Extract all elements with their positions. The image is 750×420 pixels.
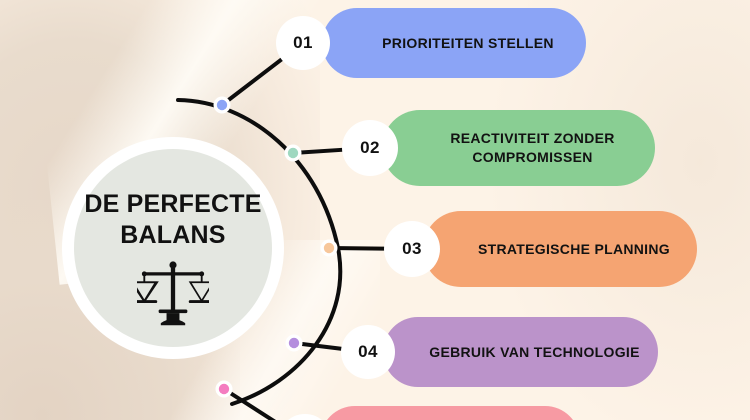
spoke-03: [327, 246, 389, 251]
node-dot-03[interactable]: [323, 242, 335, 254]
step-number-03[interactable]: 03: [384, 221, 440, 277]
step-pill-05[interactable]: [320, 406, 580, 420]
step-number-02[interactable]: 02: [342, 120, 398, 176]
step-number-05[interactable]: 05: [278, 414, 332, 420]
page-title: DE PERFECTE BALANS: [84, 190, 262, 249]
spoke-02: [291, 147, 347, 155]
node-dot-04[interactable]: [288, 337, 300, 349]
spoke-01: [220, 56, 286, 107]
center-badge: DE PERFECTE BALANS: [62, 137, 284, 359]
node-dot-05[interactable]: [218, 383, 230, 395]
node-dot-02[interactable]: [287, 147, 299, 159]
balance-scale-icon: [137, 261, 209, 326]
center-badge-inner: DE PERFECTE BALANS: [74, 149, 272, 347]
step-label-02: REACTIVITEIT ZONDER COMPROMISSEN: [450, 130, 615, 165]
spoke-05: [222, 387, 276, 420]
step-pill-03[interactable]: STRATEGISCHE PLANNING: [423, 211, 697, 287]
step-pill-02[interactable]: REACTIVITEIT ZONDER COMPROMISSEN: [382, 110, 655, 186]
step-label-04: GEBRUIK VAN TECHNOLOGIE: [429, 343, 640, 360]
step-number-01[interactable]: 01: [276, 16, 330, 70]
step-pill-01[interactable]: PRIORITEITEN STELLEN: [322, 8, 586, 78]
step-pill-04[interactable]: GEBRUIK VAN TECHNOLOGIE: [383, 317, 658, 387]
step-label-03: STRATEGISCHE PLANNING: [478, 240, 670, 257]
step-number-04[interactable]: 04: [341, 325, 395, 379]
step-label-01: PRIORITEITEN STELLEN: [382, 34, 554, 51]
node-dot-01[interactable]: [216, 99, 228, 111]
